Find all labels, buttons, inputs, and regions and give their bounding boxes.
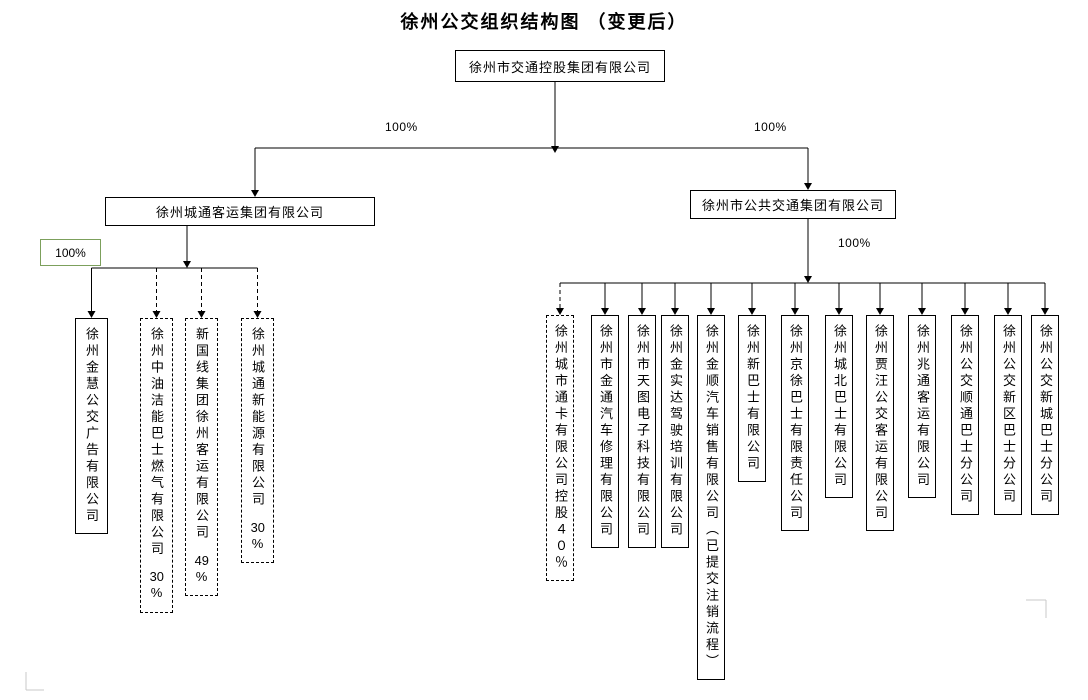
org-node-label: 徐州金实达驾驶培训有限公司 (668, 324, 683, 539)
org-node: 徐州贾汪公交客运有限公司 (866, 315, 894, 531)
org-node-label: 徐州新巴士有限公司 (745, 324, 760, 473)
org-node-label: 徐州金慧公交广告有限公司 (84, 327, 99, 525)
org-node-label: 徐州公交新区巴士分公司 (1001, 324, 1016, 506)
right-sub-pct-label: 100% (836, 236, 873, 250)
org-node-label: 徐州城市通卡有限公司控股４０％ (553, 324, 568, 572)
org-node-label: 徐州金顺汽车销售有限公司（已提交注销流程） (704, 324, 719, 671)
org-node: 徐州市天图电子科技有限公司 (628, 315, 656, 548)
left-branch-node-label: 徐州城通客运集团有限公司 (155, 205, 324, 220)
left-branch-node: 徐州城通客运集团有限公司 (105, 197, 375, 226)
org-node-pct-sign: % (250, 535, 265, 555)
org-node-pct: 30 (250, 520, 265, 534)
org-node-pct: 49 (194, 553, 209, 567)
org-node: 徐州金实达驾驶培训有限公司 (661, 315, 689, 548)
org-node: 徐州京徐巴士有限责任公司 (781, 315, 809, 531)
org-node-label: 新国线集团徐州客运有限公司 (194, 327, 209, 542)
org-node-label: 徐州中油洁能巴士燃气有限公司 (149, 327, 164, 558)
right-branch-node-label: 徐州市公共交通集团有限公司 (701, 198, 884, 213)
org-node: 新国线集团徐州客运有限公司 49% (185, 318, 218, 596)
org-node-label: 徐州公交顺通巴士分公司 (958, 324, 973, 506)
chart-title: 徐州公交组织结构图 （变更后） (400, 12, 688, 32)
left-sub-pct-box: 100% (40, 239, 101, 266)
org-node: 徐州新巴士有限公司 (738, 315, 766, 482)
org-node-label: 徐州公交新城巴士分公司 (1038, 324, 1053, 506)
org-node-label: 徐州城通新能源有限公司 (250, 327, 265, 509)
org-node-pct: 30 (149, 570, 164, 583)
org-node: 徐州兆通客运有限公司 (908, 315, 936, 498)
org-node: 徐州公交顺通巴士分公司 (951, 315, 979, 515)
org-node-label: 徐州市金通汽车修理有限公司 (598, 324, 613, 539)
right-branch-pct-label: 100% (752, 120, 789, 134)
org-node: 徐州中油洁能巴士燃气有限公司 30% (140, 318, 173, 613)
right-branch-node: 徐州市公共交通集团有限公司 (690, 190, 896, 219)
org-node: 徐州公交新城巴士分公司 (1031, 315, 1059, 515)
org-node: 徐州城通新能源有限公司 30% (241, 318, 274, 563)
org-node: 徐州金顺汽车销售有限公司（已提交注销流程） (697, 315, 725, 680)
org-node: 徐州公交新区巴士分公司 (994, 315, 1022, 515)
org-node-label: 徐州市天图电子科技有限公司 (635, 324, 650, 539)
org-node: 徐州金慧公交广告有限公司 (75, 318, 108, 534)
org-node-label: 徐州贾汪公交客运有限公司 (873, 324, 888, 522)
org-node-pct-sign: % (149, 585, 164, 604)
left-sub-pct-label: 100% (55, 245, 86, 260)
root-node: 徐州市交通控股集团有限公司 (455, 50, 665, 82)
org-node: 徐州市金通汽车修理有限公司 (591, 315, 619, 548)
org-node-label: 徐州兆通客运有限公司 (915, 324, 930, 489)
org-node-label: 徐州城北巴士有限公司 (832, 324, 847, 489)
org-node-label: 徐州京徐巴士有限责任公司 (788, 324, 803, 522)
org-node-pct-sign: % (194, 568, 209, 588)
left-branch-pct-label: 100% (383, 120, 420, 134)
root-node-label: 徐州市交通控股集团有限公司 (468, 59, 651, 75)
org-node: 徐州城市通卡有限公司控股４０％ (546, 315, 574, 581)
org-node: 徐州城北巴士有限公司 (825, 315, 853, 498)
